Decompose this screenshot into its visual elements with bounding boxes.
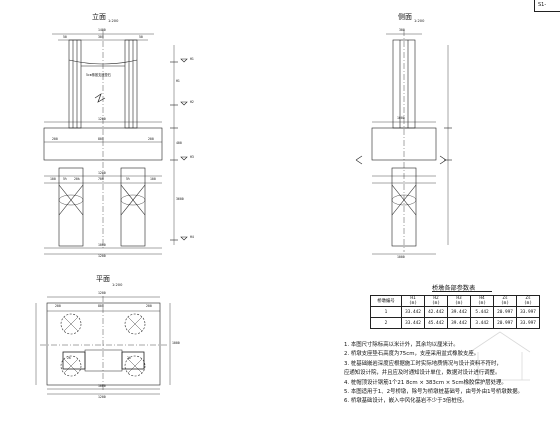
- level-label-h3: H3: [190, 155, 194, 159]
- plan-pile-label-right: 2k: [127, 356, 131, 360]
- elevation-dim-top-c: 50: [139, 35, 143, 39]
- plan-column-left: [62, 351, 86, 370]
- plan-dim-top-b: 800: [98, 304, 104, 308]
- table-header-cell: Zs(m): [493, 295, 517, 307]
- elevation-dim-cap-b: 800: [98, 137, 104, 141]
- plan-dim-top-a: 200: [55, 304, 61, 308]
- elevation-dim-pile-a: 100: [50, 177, 56, 181]
- plan-view: [35, 296, 171, 395]
- side-title: 侧面: [398, 13, 412, 21]
- table-header-cell: H4(m): [470, 295, 494, 307]
- note-line: 2. 桥墩支座垫石高度为75cm，支座采用盆式橡胶支座。: [344, 351, 480, 358]
- elevation-pile-left: [58, 167, 84, 247]
- elevation-right-col: H1: [176, 79, 180, 83]
- elevation-title: 立面: [92, 13, 106, 21]
- elevation-support-note: 5cm橡胶支座垫石: [86, 73, 111, 77]
- elevation-dim-cap: 1200: [98, 117, 106, 121]
- side-dim-bottom: 1000: [397, 255, 405, 259]
- notes-block: 1. 本图尺寸除标高以米计外，其余均以厘米计。 2. 桥墩支座垫石高度为75cm…: [344, 341, 554, 407]
- table-title: 桥墩各部参数表: [432, 285, 476, 292]
- plan-dim-top: 1200: [98, 291, 106, 295]
- elevation-dim-pile: 1200: [98, 171, 106, 175]
- plan-pile-br: [124, 355, 146, 377]
- elevation-pile-label-1: 5%: [63, 177, 67, 181]
- plan-dim-bottom-a: 1000: [98, 384, 106, 388]
- table-header-row: 桥墩编号 H1(m) H2(m) H3(m) H4(m) Zs(m) Zs(m): [370, 295, 540, 307]
- plan-dim-bottom: 1200: [98, 395, 106, 399]
- elevation-dim-pile-b: 700: [98, 177, 104, 181]
- side-scale: 1:200: [414, 19, 425, 23]
- note-line: 1. 本图尺寸除标高以米计外，其余均以厘米计。: [344, 342, 459, 348]
- parameter-table: 桥墩编号 H1(m) H2(m) H3(m) H4(m) Zs(m) Zs(m)…: [370, 295, 540, 329]
- level-label-h2: H2: [190, 100, 194, 104]
- elevation-right-pile: 3600: [176, 197, 184, 201]
- elevation-dim-bottom: 1200: [98, 254, 106, 258]
- elevation-dim-top-b: 300: [98, 35, 104, 39]
- plan-dim-top-c: 200: [146, 304, 152, 308]
- elevation-view: [43, 30, 188, 255]
- plan-scale: 1:200: [112, 283, 123, 287]
- sheet-number-box: S1-: [534, 0, 560, 12]
- level-marker-h4: [180, 236, 188, 241]
- table-header-cell: H1(m): [401, 295, 425, 307]
- plan-pile-tr: [124, 313, 146, 335]
- side-pile: [391, 167, 417, 247]
- table-row: 2 33.442 45.442 39.442 3.442 20.997 33.9…: [370, 317, 540, 329]
- elevation-dim-top-a: 50: [63, 35, 67, 39]
- side-view: [355, 30, 452, 255]
- elevation-pile-cap: [43, 127, 163, 161]
- level-marker-h3: [180, 156, 188, 161]
- table-header-cell: H3(m): [447, 295, 471, 307]
- table-row: 1 33.442 42.442 39.442 5.442 20.997 33.9…: [370, 306, 540, 318]
- level-label-h1: H1: [190, 57, 194, 61]
- table-header-cell: Zs(m): [516, 295, 540, 307]
- elevation-scale: 1:200: [108, 19, 119, 23]
- side-pile-cap: [371, 127, 437, 161]
- elevation-column-left: [68, 39, 82, 129]
- plan-dim-right: 1000: [172, 341, 180, 345]
- note-line: 6. 桥墩基础设计，嵌入中风化基岩不少于3倍桩径。: [344, 398, 468, 405]
- elevation-dim-bottom-a: 1000: [98, 243, 106, 247]
- elevation-column-right: [124, 39, 138, 129]
- note-line: 5. 本图适用于1、2号桥墩，除号为桥墩桩基础号，由号外由1号桥墩数据。: [344, 389, 523, 396]
- elevation-pile-right: [120, 167, 146, 247]
- side-dim-cap: 1000: [397, 116, 405, 120]
- plan-pile-tl: [60, 313, 82, 335]
- plan-pile-cap-outline: [46, 302, 161, 386]
- sheet-number: S1-: [538, 2, 547, 8]
- elevation-pile-label-2: 20k: [74, 177, 80, 181]
- note-line: 3. 桩基础嵌岩深度应根据施工时实际地质情况与设计资料不符时，: [344, 360, 502, 367]
- plan-title: 平面: [96, 275, 110, 283]
- elevation-dim-pile-c: 100: [150, 177, 156, 181]
- watermark-logo: [469, 331, 531, 381]
- elevation-pile-label-3: 5%: [126, 177, 130, 181]
- elevation-dim-cap-c: 200: [148, 137, 154, 141]
- elevation-right-cap: 400: [176, 141, 182, 145]
- note-line: 应通知设计院，并且应及时通知设计单位，数据对设计进行调整。: [344, 370, 501, 377]
- elevation-dim-top: 1400: [98, 28, 106, 32]
- side-dim-top: 300: [399, 28, 405, 32]
- level-marker-h2: [180, 101, 188, 106]
- elevation-dim-cap-a: 200: [52, 137, 58, 141]
- note-line: 4. 桩帽顶设计钢筋1个21 8cm × 383cm × 5cm橡胶保护层处理。: [344, 379, 507, 386]
- plan-pile-bl: [60, 355, 82, 377]
- table-header-cell: H2(m): [424, 295, 448, 307]
- level-label-h4: H4: [190, 235, 194, 239]
- table-title-underline: [432, 291, 492, 292]
- level-marker-h1: [180, 58, 188, 63]
- plan-pile-label-left: 2k: [67, 356, 71, 360]
- table-header-cell: 桥墩编号: [370, 295, 402, 307]
